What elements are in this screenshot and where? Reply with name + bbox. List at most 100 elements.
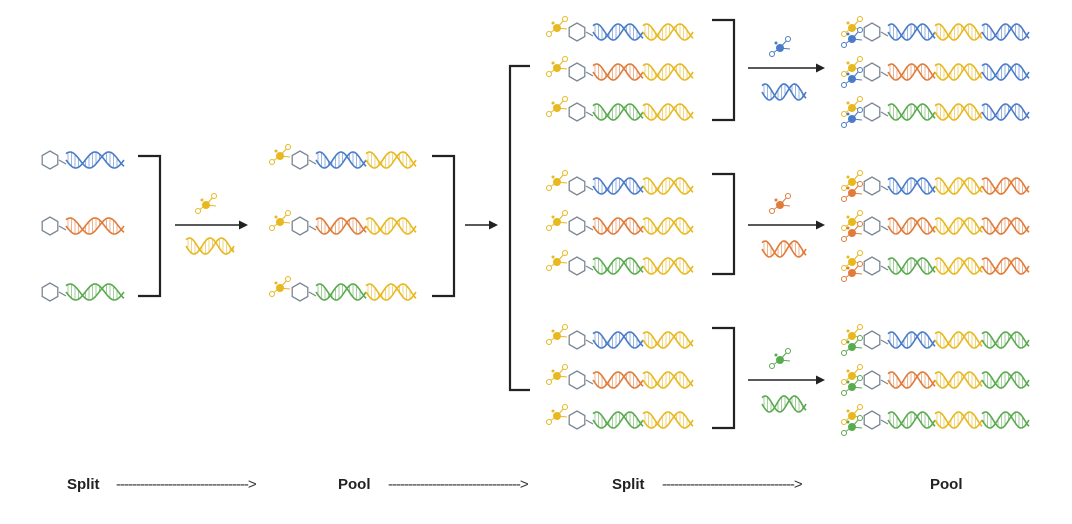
building-block-icon: [841, 364, 863, 385]
final-molecule: [841, 324, 1030, 356]
hexagon-ring-icon: [863, 102, 881, 122]
final-molecule: [841, 404, 1030, 436]
dna-segment: [934, 411, 983, 429]
hexagon-ring-icon: [568, 330, 586, 350]
step-split-2: Split: [612, 476, 645, 493]
final-molecule: [841, 364, 1030, 396]
dna-segment: [761, 83, 807, 101]
dna-segment: [981, 331, 1030, 349]
dna-segment: [934, 331, 983, 349]
dna-segment: [592, 217, 644, 235]
dna-segment: [592, 331, 644, 349]
hexagon-ring-icon: [41, 150, 59, 170]
dna-segment: [65, 151, 125, 169]
hexagon-ring-icon: [41, 282, 59, 302]
starting-molecule: [41, 150, 125, 170]
building-block-icon: [841, 324, 863, 345]
reaction-arrow-1: [175, 220, 248, 230]
dna-segment: [185, 237, 235, 255]
step-pool-1: Pool: [338, 476, 371, 493]
dna-segment: [887, 371, 936, 389]
step-pool-2: Pool: [930, 476, 963, 493]
building-block-icon: [841, 335, 863, 356]
starting-molecule: [41, 216, 125, 236]
reaction-bracket: [712, 172, 736, 276]
dna-segment: [761, 395, 807, 413]
building-block-icon: [841, 67, 863, 88]
dna-segment: [592, 177, 644, 195]
building-block-icon: [546, 404, 568, 425]
dna-segment: [934, 63, 983, 81]
building-block-icon: [841, 415, 863, 436]
arrowhead-icon: [489, 220, 498, 230]
dna-segment: [934, 177, 983, 195]
final-molecule: [841, 56, 1030, 88]
building-block-icon: [546, 96, 568, 117]
hexagon-ring-icon: [863, 330, 881, 350]
building-block-icon: [546, 324, 568, 345]
hexagon-ring-icon: [863, 370, 881, 390]
building-block-icon: [841, 27, 863, 48]
intermediate-molecule: [269, 144, 417, 170]
dna-segment: [365, 151, 417, 169]
intermediate-molecule: [269, 276, 417, 302]
dna-segment: [592, 411, 644, 429]
reaction-bracket: [712, 326, 736, 430]
hexagon-ring-icon: [568, 256, 586, 276]
building-block-icon: [546, 250, 568, 271]
building-block-icon: [841, 221, 863, 242]
dna-segment: [315, 151, 367, 169]
dna-segment: [642, 63, 694, 81]
split-molecule: [546, 250, 694, 276]
split-molecule: [546, 210, 694, 236]
dna-segment: [887, 103, 936, 121]
intermediate-molecule: [269, 210, 417, 236]
hexagon-ring-icon: [291, 282, 309, 302]
dna-segment: [365, 217, 417, 235]
split-molecule: [546, 56, 694, 82]
reaction-arrow: [748, 375, 825, 385]
building-block-icon: [841, 375, 863, 396]
final-molecule: [841, 210, 1030, 242]
building-block-icon: [546, 364, 568, 385]
dna-segment: [65, 283, 125, 301]
hexagon-ring-icon: [41, 216, 59, 236]
building-block-icon: [841, 261, 863, 282]
dna-segment: [642, 371, 694, 389]
building-block-icon: [841, 181, 863, 202]
starting-molecule: [41, 282, 125, 302]
arrowhead-icon: [816, 63, 825, 73]
dna-segment: [934, 103, 983, 121]
hexagon-ring-icon: [568, 410, 586, 430]
dna-segment: [981, 257, 1030, 275]
dna-segment: [887, 217, 936, 235]
split-molecule: [546, 324, 694, 350]
building-block-icon: [546, 170, 568, 191]
dna-segment: [642, 103, 694, 121]
hexagon-ring-icon: [863, 22, 881, 42]
hexagon-ring-icon: [568, 216, 586, 236]
dna-segment: [761, 240, 807, 258]
building-block-icon: [269, 276, 291, 297]
dna-segment: [981, 103, 1030, 121]
hexagon-ring-icon: [863, 410, 881, 430]
dna-segment: [592, 63, 644, 81]
hexagon-ring-icon: [863, 216, 881, 236]
final-molecule: [841, 250, 1030, 282]
hexagon-ring-icon: [291, 150, 309, 170]
dna-segment: [642, 217, 694, 235]
dna-segment: [887, 411, 936, 429]
dna-segment: [642, 23, 694, 41]
dna-segment: [592, 257, 644, 275]
building-block-icon: [269, 144, 291, 165]
dna-segment: [934, 217, 983, 235]
pool-bracket-1: [138, 154, 162, 298]
hexagon-ring-icon: [863, 256, 881, 276]
dna-segment: [592, 371, 644, 389]
connector-2: --------------------------------->: [388, 476, 529, 493]
dna-segment: [592, 103, 644, 121]
arrowhead-icon: [816, 220, 825, 230]
dna-segment: [981, 177, 1030, 195]
dna-segment: [592, 23, 644, 41]
building-block-icon: [769, 36, 791, 57]
